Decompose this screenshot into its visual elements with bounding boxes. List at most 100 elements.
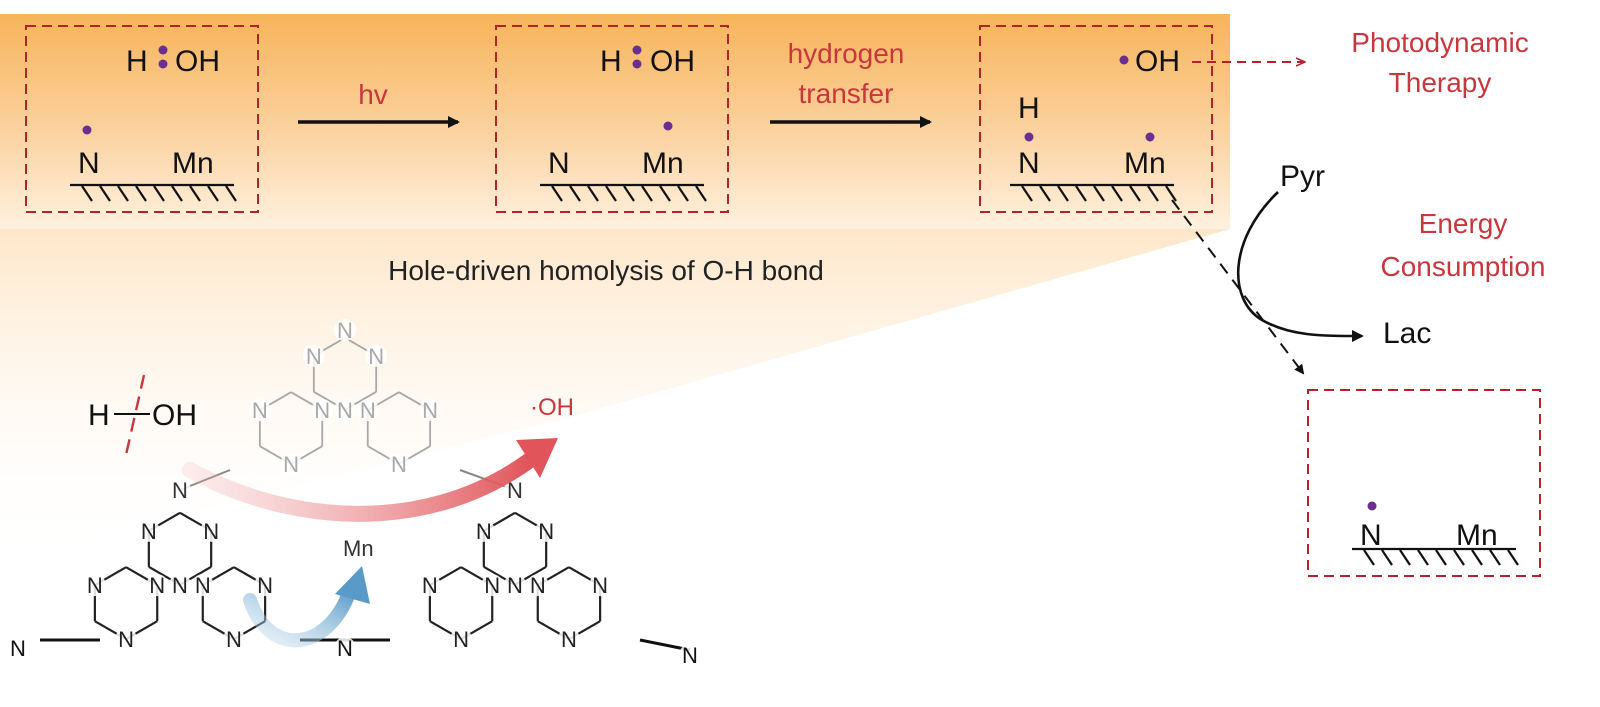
radical-dot (158, 59, 168, 69)
atom-backing (472, 519, 495, 542)
step2-mn-label: Mn (642, 147, 684, 180)
hv-label: hv (358, 79, 388, 110)
radical-dot (1024, 132, 1034, 142)
nitrogen-atom: N (507, 478, 523, 503)
step3-n-label: N (1018, 147, 1040, 180)
nitrogen-atom: N (337, 636, 353, 661)
nitrogen-atom: N (360, 398, 376, 423)
atom-backing (535, 519, 558, 542)
light-arrow: hv (298, 79, 460, 128)
radical-dot (632, 59, 642, 69)
nitrogen-atom: N (422, 398, 438, 423)
atom-backing (356, 399, 379, 422)
atom-backing (557, 628, 580, 651)
atom-backing (387, 453, 410, 476)
step2-h-label: H (600, 45, 622, 78)
step3-mn-label: Mn (1124, 147, 1166, 180)
nitrogen-atom: N (484, 573, 500, 598)
state-box-transferred: OH H N Mn (979, 25, 1213, 213)
pyr-label: Pyr (1280, 160, 1325, 193)
nitrogen-atom: N (507, 573, 523, 598)
nitrogen-atom: N (476, 519, 492, 544)
nitrogen-atom: N (203, 519, 219, 544)
nitrogen-atom: N (195, 573, 211, 598)
step1-mn-label: Mn (172, 147, 214, 180)
radical-dot (1119, 55, 1129, 65)
atom-backing (222, 628, 245, 651)
nitrogen-atom: N (592, 573, 608, 598)
step4-mn-label: Mn (1456, 519, 1498, 552)
nitrogen-atom: N (538, 519, 554, 544)
atom-backing (200, 519, 223, 542)
atom-backing (191, 574, 214, 597)
mechanism-caption: Hole-driven homolysis of O-H bond (388, 255, 824, 286)
atom-backing (280, 453, 303, 476)
state-box-excited: H OH N Mn (495, 25, 729, 213)
structure-mn-label: Mn (343, 536, 374, 561)
atom-backing (365, 344, 388, 367)
hydrogen-label: hydrogen (788, 38, 905, 69)
atom-backing (83, 574, 106, 597)
radical-dot (632, 45, 642, 55)
energy-label-line1: Energy (1419, 208, 1508, 239)
atom-backing (679, 644, 701, 666)
step3-oh-label: OH (1135, 45, 1180, 78)
step2-oh-label: OH (650, 45, 695, 78)
nitrogen-atom: N (306, 344, 322, 369)
atom-backing (334, 637, 356, 659)
regeneration-dashed-arrow (1171, 199, 1305, 375)
atom-backing (7, 637, 29, 659)
water-oh-label: OH (152, 399, 197, 432)
nitrogen-atom: N (314, 398, 330, 423)
nitrogen-atom: N (337, 398, 353, 423)
step1-h-label: H (126, 45, 148, 78)
nitrogen-atom: N (172, 573, 188, 598)
nitrogen-atom: N (682, 643, 698, 668)
nitrogen-atom: N (141, 519, 157, 544)
atom-backing (302, 344, 325, 367)
atom-backing (169, 573, 191, 596)
surface-line (1010, 183, 1177, 202)
state-box-initial: H OH N Mn (25, 25, 259, 213)
nitrogen-atom: N (252, 398, 268, 423)
atom-backing (526, 574, 549, 597)
atom-backing (418, 574, 441, 597)
nitrogen-atom: N (391, 452, 407, 477)
nitrogen-atom: N (530, 573, 546, 598)
nitrogen-atom: N (226, 627, 242, 652)
atom-backing (311, 399, 334, 422)
water-cleavage: H OH (88, 374, 197, 456)
surface-line (540, 183, 707, 202)
lac-label: Lac (1383, 317, 1431, 350)
atom-backing (137, 519, 160, 542)
nitrogen-atom: N (87, 573, 103, 598)
nitrogen-atom: N (283, 452, 299, 477)
nitrogen-atom: N (257, 573, 273, 598)
water-h-label: H (88, 399, 110, 432)
atom-backing (589, 574, 612, 597)
nitrogen-atom: N (422, 573, 438, 598)
state-box-regenerated: N Mn (1307, 389, 1541, 577)
bond-cleave-mark (124, 374, 146, 456)
energy-label-line2: Consumption (1381, 251, 1546, 282)
nitrogen-atom: N (561, 627, 577, 652)
radical-dot (82, 125, 92, 135)
surface-line (1352, 547, 1519, 566)
atom-backing (334, 319, 356, 341)
hole-transfer-arrow: ·OH (182, 394, 574, 522)
nitrogen-atom: N (368, 344, 384, 369)
atom-backing (419, 399, 442, 422)
atom-backing (146, 574, 169, 597)
pdt-label-line1: Photodynamic (1351, 27, 1528, 58)
electron-transfer-arrow: Mn (243, 536, 374, 648)
nitrogen-atom: N (337, 318, 353, 343)
nitrogen-atom: N (149, 573, 165, 598)
radical-dot (158, 45, 168, 55)
hydroxyl-radical-label: ·OH (530, 394, 574, 421)
step2-n-label: N (548, 147, 570, 180)
step3-h-label: H (1018, 92, 1040, 125)
atom-backing (254, 574, 277, 597)
step4-n-label: N (1360, 519, 1382, 552)
